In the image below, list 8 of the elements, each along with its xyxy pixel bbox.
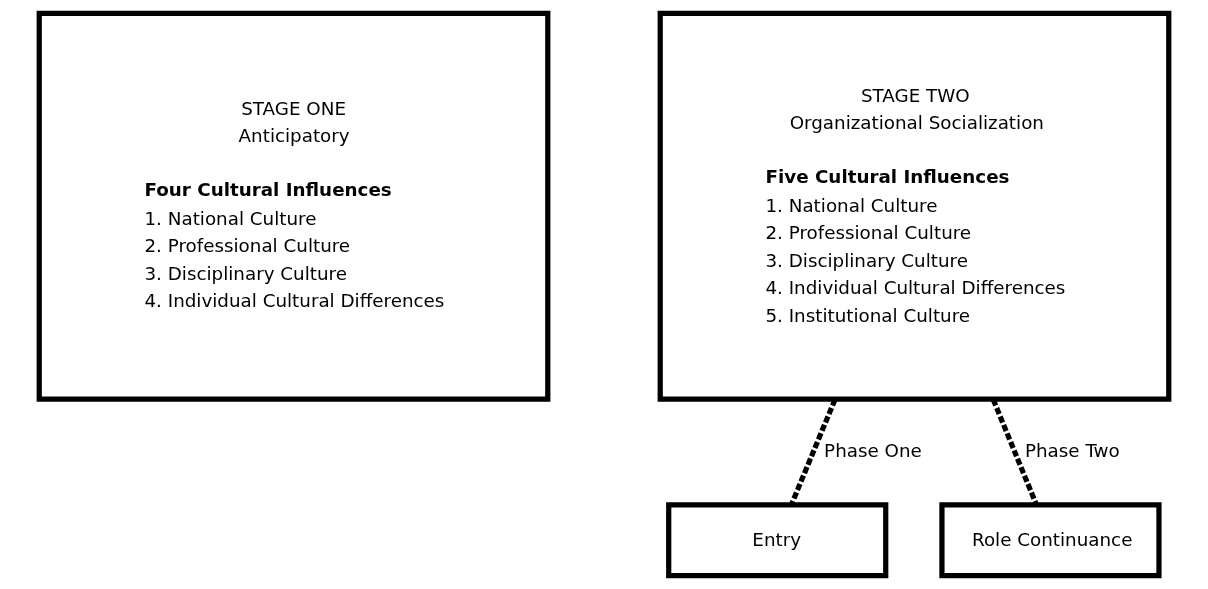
node-box: STAGE TWO Organizational Socialization Five Cultural Influences 1. National Culture 2. Professional Culture 3. Disciplinary Culture 4. Individual Cultural Differences 5. Institutional Culture xyxy=(657,10,1172,402)
edge-label: Phase Two xyxy=(1024,439,1120,461)
connector xyxy=(788,398,838,506)
node-box: Entry xyxy=(666,502,889,579)
connector xyxy=(990,398,1039,506)
node-box: Role Continuance xyxy=(939,502,1162,579)
node-box: STAGE ONE Anticipatory Four Cultural Influences 1. National Culture 2. Professional Culture 3. Disciplinary Culture 4. Individual Cultural Differences xyxy=(36,10,551,402)
edge-label: Phase One xyxy=(824,439,922,461)
